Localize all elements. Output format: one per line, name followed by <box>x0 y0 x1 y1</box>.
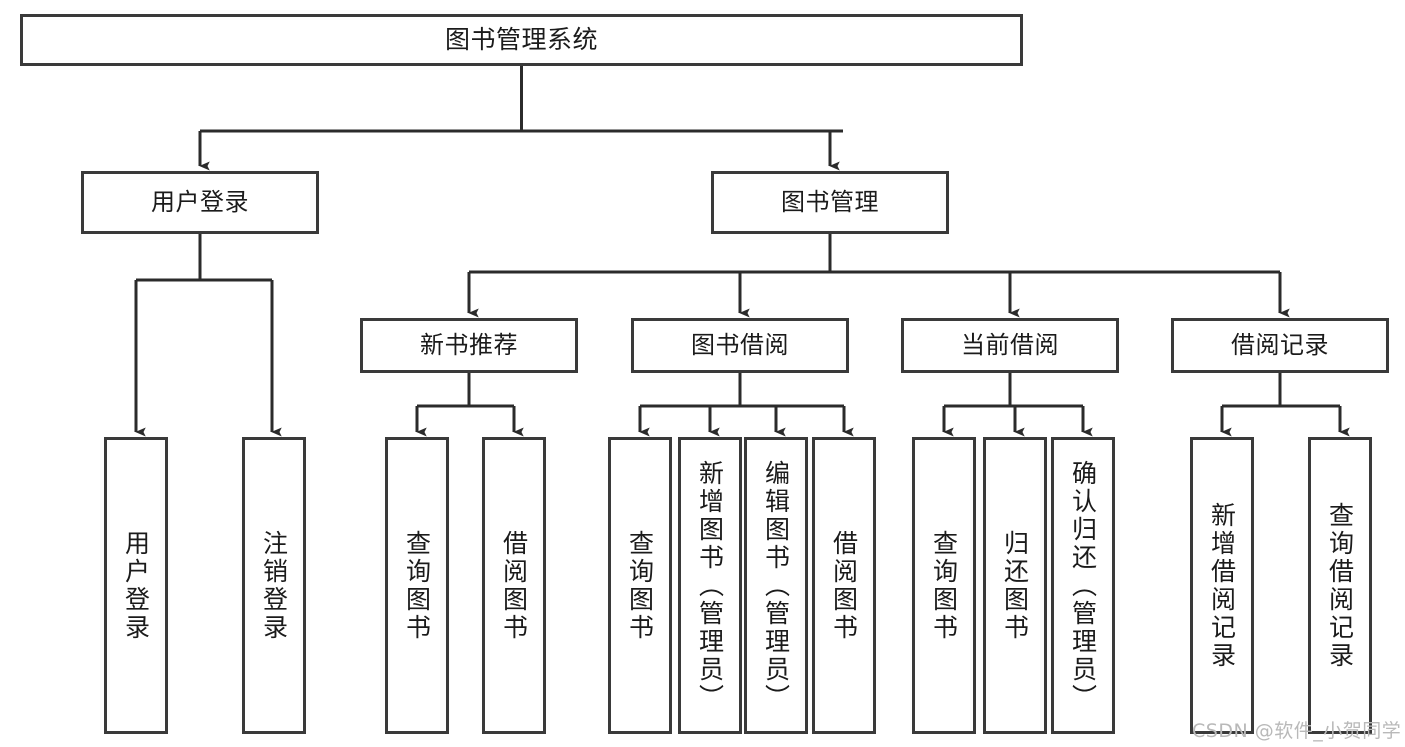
node-book-borrow-label: 图书借阅 <box>691 330 789 359</box>
leaf-query-borrow-record[interactable]: 查询借阅记录 <box>1308 437 1372 734</box>
leaf-user-logout[interactable]: 注销登录 <box>242 437 306 734</box>
leaf-query-book-borrow-label: 查询图书 <box>625 529 655 642</box>
leaf-add-borrow-record[interactable]: 新增借阅记录 <box>1190 437 1254 734</box>
leaf-user-login[interactable]: 用户登录 <box>104 437 168 734</box>
leaf-user-logout-label: 注销登录 <box>259 529 289 642</box>
leaf-add-book-admin-label: 新增图书（管理员） <box>695 459 725 712</box>
leaf-confirm-return-admin[interactable]: 确认归还（管理员） <box>1051 437 1115 734</box>
leaf-return-book-label: 归还图书 <box>1000 529 1030 642</box>
node-new-book-recommend-label: 新书推荐 <box>420 330 518 359</box>
node-new-book-recommend[interactable]: 新书推荐 <box>360 318 578 373</box>
leaf-query-borrow-record-label: 查询借阅记录 <box>1325 501 1355 670</box>
leaf-edit-book-admin[interactable]: 编辑图书（管理员） <box>744 437 808 734</box>
node-user-login[interactable]: 用户登录 <box>81 171 319 234</box>
leaf-borrow-book-label: 借阅图书 <box>829 529 859 642</box>
node-book-management-label: 图书管理 <box>781 187 879 216</box>
leaf-edit-book-admin-label: 编辑图书（管理员） <box>761 459 791 712</box>
node-borrow-record[interactable]: 借阅记录 <box>1171 318 1389 373</box>
node-current-borrow[interactable]: 当前借阅 <box>901 318 1119 373</box>
node-root-label: 图书管理系统 <box>444 24 598 54</box>
node-user-login-label: 用户登录 <box>151 187 249 216</box>
node-book-management[interactable]: 图书管理 <box>711 171 949 234</box>
node-borrow-record-label: 借阅记录 <box>1231 330 1329 359</box>
leaf-return-book[interactable]: 归还图书 <box>983 437 1047 734</box>
node-book-borrow[interactable]: 图书借阅 <box>631 318 849 373</box>
leaf-confirm-return-admin-label: 确认归还（管理员） <box>1068 459 1098 712</box>
leaf-borrow-book-recommend[interactable]: 借阅图书 <box>482 437 546 734</box>
leaf-query-book-current[interactable]: 查询图书 <box>912 437 976 734</box>
leaf-query-book-borrow[interactable]: 查询图书 <box>608 437 672 734</box>
node-current-borrow-label: 当前借阅 <box>961 330 1059 359</box>
leaf-borrow-book-recommend-label: 借阅图书 <box>499 529 529 642</box>
leaf-query-book-recommend-label: 查询图书 <box>402 529 432 642</box>
leaf-add-book-admin[interactable]: 新增图书（管理员） <box>678 437 742 734</box>
leaf-add-borrow-record-label: 新增借阅记录 <box>1207 501 1237 670</box>
leaf-query-book-current-label: 查询图书 <box>929 529 959 642</box>
leaf-user-login-label: 用户登录 <box>121 529 151 642</box>
leaf-query-book-recommend[interactable]: 查询图书 <box>385 437 449 734</box>
node-root[interactable]: 图书管理系统 <box>20 14 1023 66</box>
leaf-borrow-book[interactable]: 借阅图书 <box>812 437 876 734</box>
watermark: CSDN @软件_小贺同学 <box>1192 720 1402 742</box>
